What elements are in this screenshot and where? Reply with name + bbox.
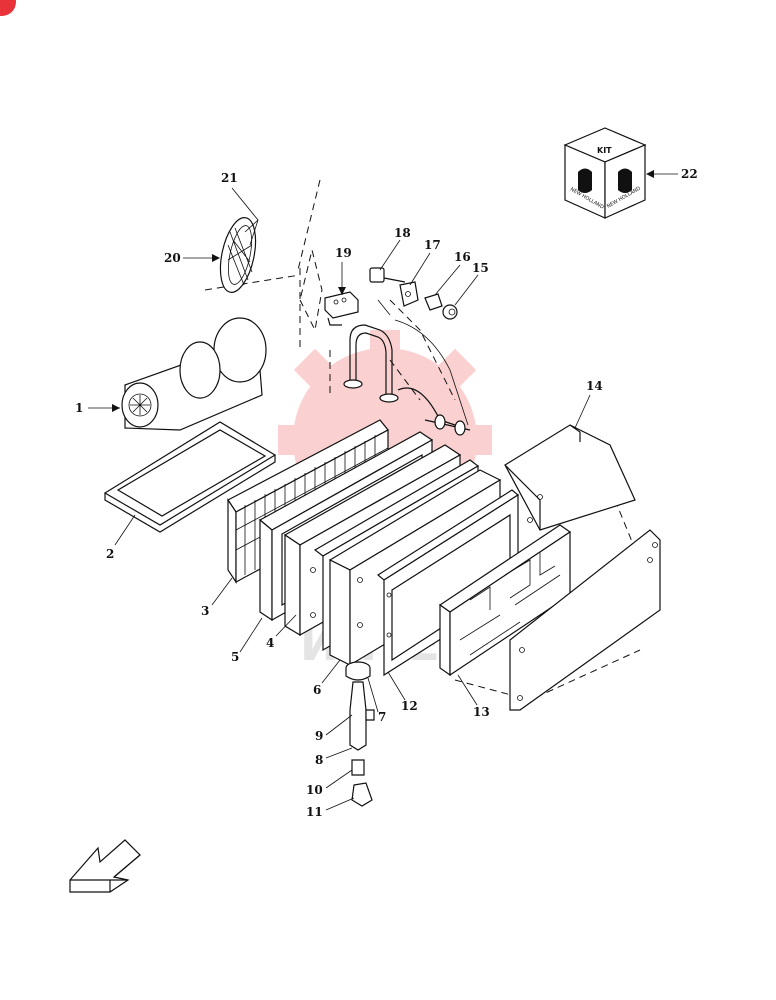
callout-18: 18 [394,226,411,240]
kit-label: KIT [597,146,612,155]
part-14-cover[interactable] [504,424,636,531]
rod-assembly[interactable] [349,681,375,807]
part-19-terminal-block[interactable] [324,291,359,326]
pipe-assembly[interactable] [343,299,471,436]
part-1-blower[interactable] [121,317,267,431]
new-holland-logo-icon [578,168,632,193]
direction-arrow-icon [69,839,141,893]
part-22-kit-box[interactable]: KIT NEW HOLLAND NEW HOLLAND [563,127,647,219]
side-panel[interactable] [509,529,661,711]
callout-12: 12 [401,699,418,713]
callout-13: 13 [473,705,490,719]
callout-9: 9 [315,729,323,743]
part-2-tray[interactable] [103,421,277,533]
callout-2: 2 [106,547,114,561]
callout-14: 14 [586,379,603,393]
part-7-knob[interactable] [345,661,371,681]
callout-22: 22 [681,167,698,181]
callout-8: 8 [315,753,323,767]
callout-21: 21 [221,171,238,185]
part-12-gasket[interactable] [376,489,520,677]
part-20-grille[interactable] [214,215,261,296]
callout-10: 10 [306,783,323,797]
callout-6: 6 [313,683,321,697]
callout-1: 1 [75,401,83,415]
part-15-grommet[interactable] [442,304,458,320]
callout-labels: 1 2 3 4 5 6 7 8 9 10 11 12 13 14 15 16 1… [75,167,698,819]
part-17-bracket[interactable] [399,281,419,307]
leader-lines [88,170,678,811]
part-18-connector[interactable] [369,267,406,283]
corner-badge [0,0,16,16]
callout-5: 5 [231,650,239,664]
callout-3: 3 [201,604,209,618]
callout-20: 20 [164,251,181,265]
callout-19: 19 [335,246,352,260]
part-16-nut[interactable] [424,293,443,311]
callout-11: 11 [306,805,323,819]
callout-7: 7 [378,710,386,724]
callout-4: 4 [266,636,274,650]
callout-17: 17 [424,238,441,252]
callout-16: 16 [454,250,471,264]
part-13-filter[interactable] [438,524,572,677]
callout-15: 15 [472,261,489,275]
